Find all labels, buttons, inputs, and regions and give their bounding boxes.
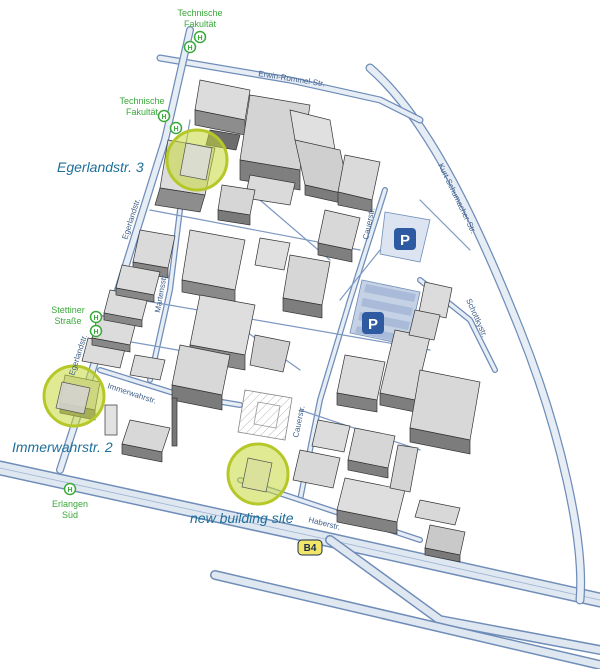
- svg-text:Technische: Technische: [177, 8, 222, 18]
- bus-stop-icon: H: [89, 310, 103, 324]
- bus-stop-icon: H: [157, 109, 171, 123]
- site-markers: [42, 128, 290, 506]
- site-label-new-building: new building site: [190, 510, 294, 526]
- bus-stop-erlangen-sued[interactable]: H Erlangen Süd: [52, 482, 88, 521]
- svg-text:Fakultät: Fakultät: [184, 19, 217, 29]
- svg-text:P: P: [368, 316, 378, 333]
- svg-text:H: H: [173, 126, 178, 133]
- bus-stop-icon: H: [63, 482, 77, 496]
- svg-text:H: H: [93, 315, 98, 322]
- site-label-egerland: Egerlandstr. 3: [57, 159, 144, 175]
- svg-text:H: H: [197, 35, 202, 42]
- svg-text:Süd: Süd: [62, 510, 78, 520]
- parking-sign-north[interactable]: P: [394, 228, 416, 250]
- svg-text:Fakultät: Fakultät: [126, 107, 159, 117]
- parking-sign-main[interactable]: P: [362, 312, 384, 334]
- svg-text:P: P: [400, 232, 410, 249]
- planned-building-outline: [237, 389, 293, 441]
- street-label-cauerstr-lower: Cauerstr.: [291, 405, 307, 439]
- svg-text:H: H: [187, 45, 192, 52]
- svg-text:B4: B4: [304, 543, 317, 554]
- bus-stop-icon: H: [183, 40, 197, 54]
- highway-b4: [0, 460, 600, 669]
- svg-text:H: H: [93, 329, 98, 336]
- svg-text:Technische: Technische: [119, 96, 164, 106]
- bus-stop-technische-fakultaet-north[interactable]: Technische Fakultät H H: [177, 8, 223, 54]
- bus-stop-stettiner-strasse[interactable]: Stettiner Straße H H: [51, 305, 103, 338]
- svg-text:H: H: [161, 114, 166, 121]
- svg-text:Straße: Straße: [54, 316, 81, 326]
- svg-text:Stettiner: Stettiner: [51, 305, 85, 315]
- road-badge-b4: B4: [297, 539, 323, 556]
- svg-text:H: H: [67, 487, 72, 494]
- svg-text:Erlangen: Erlangen: [52, 499, 88, 509]
- bus-stop-technische-fakultaet-west[interactable]: Technische Fakultät H H: [119, 96, 183, 135]
- street-label-kurt-schumacher: Kurt-Schumacher-Str.: [436, 162, 478, 235]
- street-label-erwin-rommel: Erwin-Rommel-Str.: [258, 69, 326, 88]
- site-label-immerwahr: Immerwahrstr. 2: [12, 439, 113, 455]
